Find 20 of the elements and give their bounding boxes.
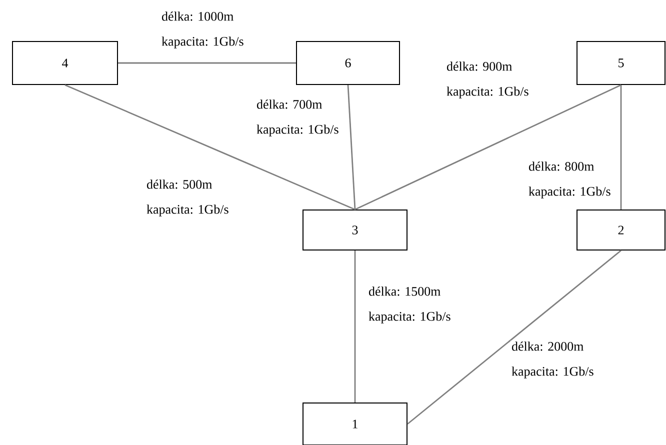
edge-label: délka: 2000m kapacita: 1Gb/s <box>510 340 600 380</box>
connector-line <box>118 62 296 64</box>
edge-label: délka: 1500m kapacita: 1Gb/s <box>368 286 456 324</box>
node-box: 5 <box>576 41 666 85</box>
connector-line <box>64 84 356 210</box>
node-box: 2 <box>576 210 666 250</box>
node-box: 1 <box>302 402 408 445</box>
connector-line <box>347 84 356 210</box>
connector-line <box>620 85 622 210</box>
node-box: 3 <box>302 210 408 250</box>
edge-label: délka: 1000m kapacita: 1Gb/s <box>160 10 250 50</box>
connector-line <box>407 250 622 425</box>
edge-label: délka: 500m kapacita: 1Gb/s <box>146 178 234 218</box>
connector-line <box>354 84 622 210</box>
node-box: 6 <box>296 41 400 85</box>
edge-label: délka: 700m kapacita: 1Gb/s <box>256 98 344 138</box>
edge-label: délka: 800m kapacita: 1Gb/s <box>528 160 616 200</box>
edge-label: délka: 900m kapacita: 1Gb/s <box>446 60 534 100</box>
node-box: 4 <box>12 41 118 85</box>
connector-line <box>354 250 356 402</box>
